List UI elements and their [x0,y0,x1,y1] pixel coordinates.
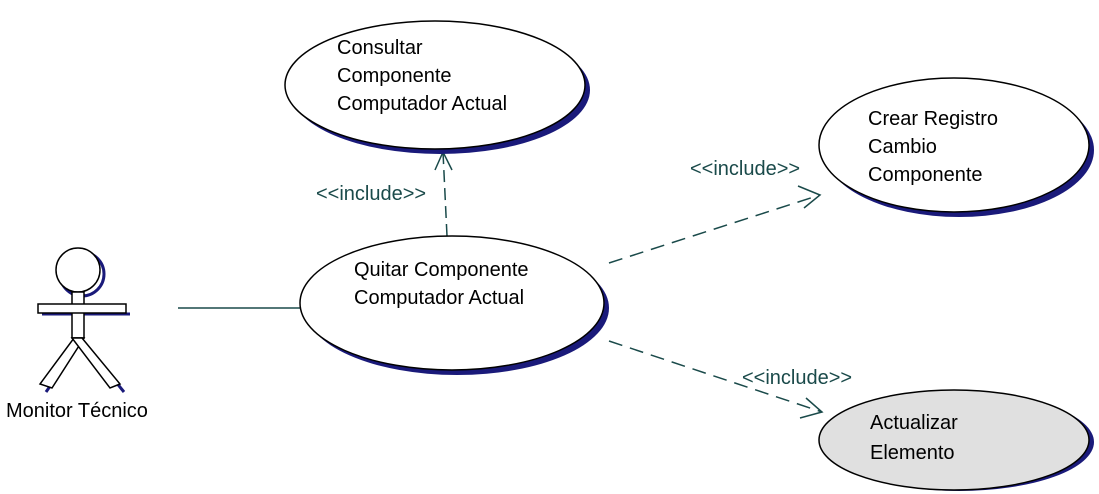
include-line-consultar [442,151,448,237]
include-label-consultar: <<include>> [316,183,426,205]
use-case-ellipse [818,77,1090,213]
use-case-label-line: Elemento [870,442,955,464]
include-relation-actualizar [608,340,824,419]
use-case-label-line: Computador Actual [337,93,507,115]
use-case-consultar[interactable]: Consultar Componente Computador Actual [284,20,590,154]
include-relation-consultar [434,150,453,237]
actor-figure [37,247,127,389]
include-label-crear: <<include>> [690,158,800,180]
actor-monitor-tecnico[interactable]: Monitor Técnico [6,247,148,422]
use-case-ellipse [284,20,586,150]
include-label-actualizar: <<include>> [742,367,852,389]
use-case-label-line: Actualizar [870,412,958,434]
use-case-ellipse [818,389,1090,491]
include-arrowhead-crear [797,185,822,209]
use-case-label-line: Componente [337,65,452,87]
actor-name: Monitor Técnico [6,400,148,422]
use-case-ellipse [299,235,605,371]
use-case-label-line: Consultar [337,37,423,59]
use-case-label-line: Cambio [868,136,937,158]
use-case-label-line: Computador Actual [354,287,524,309]
include-arrowhead-actualizar [799,397,824,419]
include-line-actualizar [608,340,823,413]
use-case-label-line: Quitar Componente [354,259,529,281]
use-case-actualizar[interactable]: Actualizar Elemento [818,389,1094,491]
use-case-crear[interactable]: Crear Registro Cambio Componente [818,77,1094,217]
use-case-label-line: Componente [868,164,983,186]
include-line-crear [608,194,821,264]
use-case-label-line: Crear Registro [868,108,998,130]
include-relation-crear [608,185,822,264]
use-case-quitar[interactable]: Quitar Componente Computador Actual [299,235,609,375]
